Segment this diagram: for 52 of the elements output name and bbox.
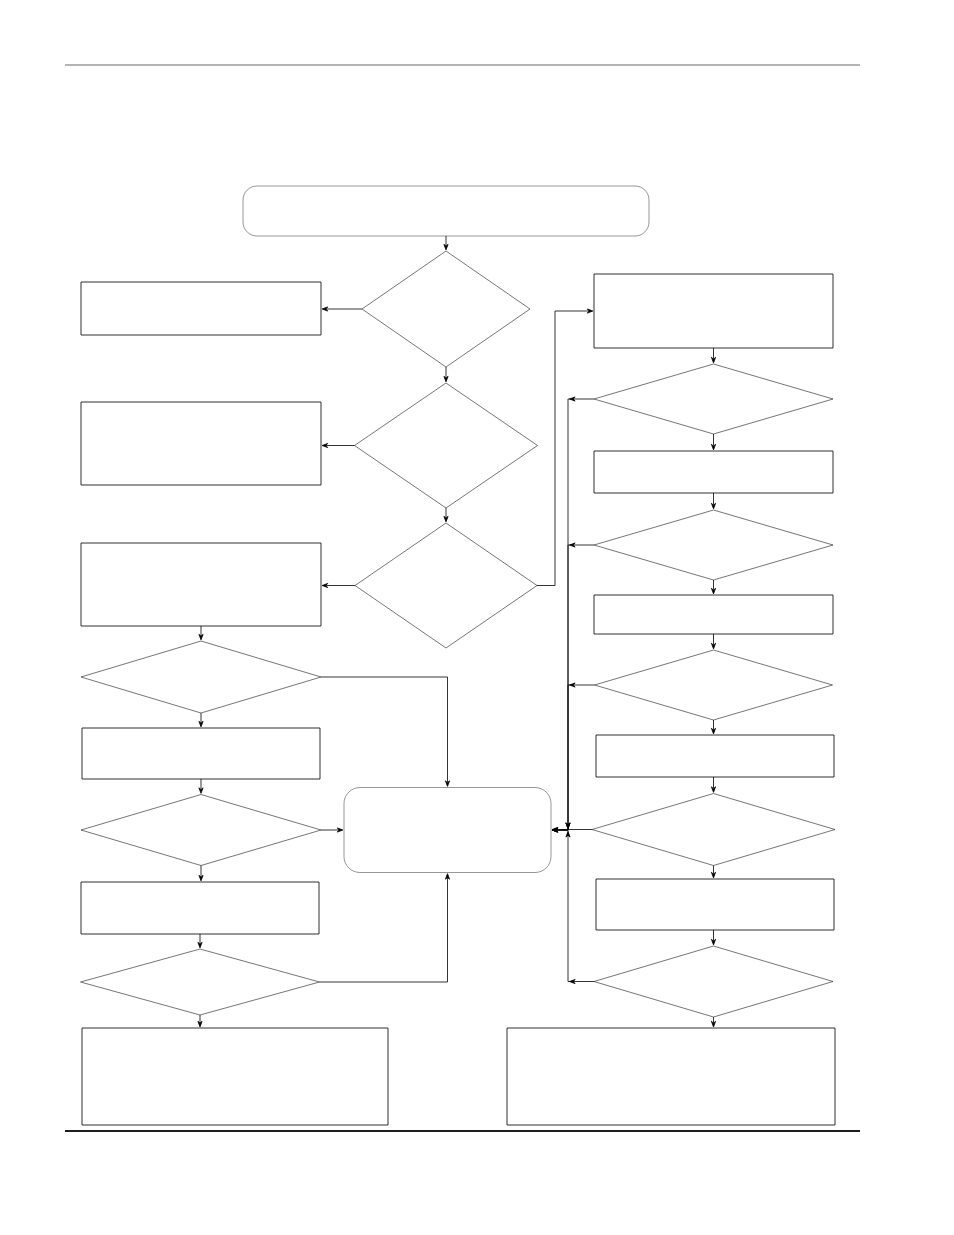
- terminal-box: [343, 787, 552, 873]
- arrow: [198, 778, 204, 794]
- arrow: [321, 583, 356, 588]
- arrow: [319, 873, 450, 983]
- process-box: [81, 1027, 389, 1126]
- arrow: [198, 865, 204, 882]
- arrow: [197, 1014, 203, 1028]
- terminal-box: [242, 185, 650, 237]
- arrow: [198, 625, 204, 641]
- arrow: [711, 347, 716, 364]
- decision-diamond: [594, 649, 833, 721]
- process-box: [81, 727, 321, 780]
- arrow: [197, 933, 203, 949]
- decision-diamond: [361, 250, 531, 368]
- process-box: [593, 273, 834, 349]
- arrow: [711, 633, 716, 650]
- arrow: [320, 676, 450, 787]
- decision-diamond: [80, 640, 322, 714]
- arrow: [321, 443, 355, 448]
- arrow: [536, 308, 594, 586]
- arrow: [711, 492, 716, 510]
- process-box: [506, 1027, 836, 1126]
- arrow: [711, 433, 716, 451]
- process-box: [593, 594, 834, 635]
- decision-diamond: [354, 522, 538, 649]
- arrow: [711, 719, 716, 735]
- arrow: [711, 1016, 716, 1028]
- arrow: [443, 235, 449, 251]
- process-box: [80, 401, 322, 486]
- arrow: [711, 579, 716, 595]
- process-box: [595, 878, 835, 931]
- arrow: [198, 712, 204, 728]
- process-box: [80, 542, 322, 627]
- arrow: [711, 865, 716, 879]
- process-box: [80, 881, 320, 935]
- arrow: [320, 827, 344, 833]
- decision-diamond: [593, 363, 834, 435]
- arrow: [551, 827, 595, 984]
- decision-diamond: [593, 509, 834, 581]
- process-box: [595, 734, 835, 778]
- arrow: [321, 306, 363, 312]
- decision-diamond: [591, 793, 836, 866]
- decision-diamond: [80, 948, 320, 1016]
- arrow: [443, 507, 449, 523]
- decision-diamond: [354, 382, 538, 509]
- arrow: [711, 776, 716, 793]
- process-box: [80, 281, 322, 336]
- process-box: [593, 450, 834, 494]
- arrow: [443, 366, 449, 383]
- arrow: [711, 929, 716, 946]
- decision-diamond: [80, 794, 322, 866]
- decision-diamond: [593, 945, 834, 1018]
